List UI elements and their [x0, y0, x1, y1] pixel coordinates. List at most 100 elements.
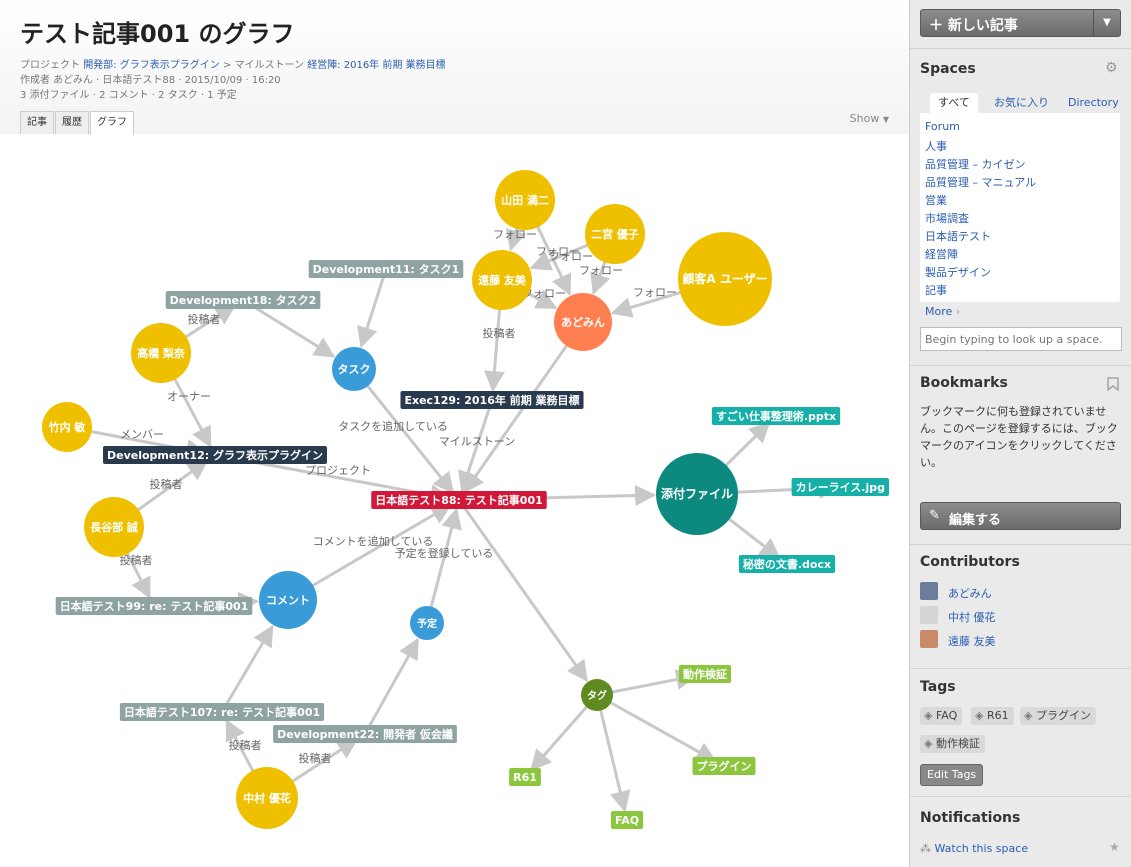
graph-node-kokyaku[interactable]: 顧客A ユーザー: [678, 232, 772, 326]
graph-node-dev22[interactable]: Development22: 開発者 仮会議: [273, 725, 457, 743]
graph-node-hasebe[interactable]: 長谷部 誠: [84, 497, 144, 557]
graph-node-dev18[interactable]: Development18: タスク2: [165, 291, 321, 309]
graph-node-main[interactable]: 日本語テスト88: テスト記事001: [371, 491, 547, 509]
space-link[interactable]: 営業: [925, 194, 947, 207]
page-title: テスト記事001 のグラフ: [20, 20, 295, 48]
author-info: 作成者 あどみん · 日本語テスト88 · 2015/10/09 · 16:20: [20, 75, 281, 86]
edge-label: 投稿者: [188, 312, 221, 326]
space-link[interactable]: 品質管理 – カイゼン: [925, 158, 1026, 171]
node-label: 添付ファイル: [661, 486, 733, 501]
graph-node-task[interactable]: タスク: [332, 347, 376, 391]
graph-node-dev12[interactable]: Development12: グラフ表示プラグイン: [103, 446, 327, 464]
tag-chip[interactable]: ◈ 動作検証: [920, 735, 985, 753]
edge-label: 投稿者: [483, 326, 516, 340]
space-link[interactable]: 市場調査: [925, 212, 969, 225]
bookmark-icon[interactable]: [1107, 377, 1119, 391]
chevron-right-icon: ›: [955, 305, 961, 318]
graph-node-dev11[interactable]: Development11: タスク1: [308, 260, 464, 278]
space-link[interactable]: 日本語テスト: [925, 230, 991, 243]
more-label: More: [925, 305, 953, 318]
graph-edge: [357, 268, 388, 349]
content-counts: 3 添付ファイル · 2 コメント · 2 タスク · 1 予定: [20, 90, 237, 101]
node-label: 高橋 梨奈: [137, 346, 186, 360]
space-link[interactable]: 記事: [925, 284, 947, 297]
edit-tags-button[interactable]: Edit Tags: [920, 764, 984, 786]
graph-node-admin[interactable]: あどみん: [554, 293, 612, 351]
graph-node-tag[interactable]: タグ: [581, 679, 613, 711]
graph-node-takeuchi[interactable]: 竹内 敏: [42, 402, 92, 452]
space-search-input[interactable]: [920, 327, 1122, 351]
graph-node-tag2[interactable]: プラグイン: [692, 757, 756, 775]
project-link[interactable]: 開発部: グラフ表示プラグイン: [83, 60, 220, 71]
graph-node-tag1[interactable]: 動作検証: [679, 665, 731, 683]
graph-node-exec129[interactable]: Exec129: 2016年 前期 業務目標: [400, 391, 584, 409]
milestone-link[interactable]: 経営陣: 2016年 前期 業務目標: [307, 60, 446, 71]
space-link[interactable]: 経営陣: [925, 248, 958, 261]
node-label: FAQ: [615, 814, 639, 827]
breadcrumb-mid: > マイルストーン: [222, 60, 304, 71]
contributor-name: 遠藤 友美: [948, 635, 996, 648]
space-link[interactable]: 製品デザイン: [925, 266, 991, 279]
space-link[interactable]: 品質管理 – マニュアル: [925, 176, 1037, 189]
edit-button[interactable]: ✎ 編集する: [920, 502, 1121, 530]
graph-node-file2[interactable]: カレーライス.jpg: [791, 478, 889, 496]
graph-node-ninomiya[interactable]: 二宮 優子: [585, 204, 645, 264]
graph-node-yamada[interactable]: 山田 満二: [495, 170, 555, 230]
graph-edge: [242, 298, 336, 358]
graph-node-comment[interactable]: コメント: [259, 571, 317, 629]
page-header: テスト記事001 のグラフ プロジェクト 開発部: グラフ表示プラグイン > マ…: [0, 0, 909, 135]
space-link[interactable]: 人事: [925, 140, 947, 153]
node-label: 二宮 優子: [591, 227, 639, 241]
graph-node-tag4[interactable]: FAQ: [610, 811, 644, 829]
node-label: 長谷部 誠: [90, 520, 138, 534]
avatar: [920, 582, 938, 600]
tab-directory[interactable]: Directory: [1068, 96, 1119, 109]
notifications-title: Notifications: [920, 810, 1021, 826]
tags-title: Tags: [920, 679, 956, 695]
graph-node-takahashi[interactable]: 高橋 梨奈: [131, 323, 191, 383]
tab-graph[interactable]: グラフ: [90, 111, 134, 135]
breadcrumb: プロジェクト 開発部: グラフ表示プラグイン > マイルストーン 経営陣: 20…: [20, 56, 446, 71]
graph-node-jp99[interactable]: 日本語テスト99: re: テスト記事001: [55, 597, 253, 615]
graph-node-endo[interactable]: 遠藤 友美: [472, 250, 532, 310]
relationship-graph[interactable]: フォローフォローフォローフォローフォローフォロー投稿者投稿者投稿者オーナーメンバ…: [0, 134, 909, 867]
new-article-label: 新しい記事: [947, 18, 1018, 34]
pencil-icon: ✎: [929, 508, 940, 523]
edge-label: フォロー: [579, 264, 623, 277]
graph-node-tag3[interactable]: R61: [509, 768, 541, 786]
plus-icon: ＋: [929, 18, 943, 34]
chevron-down-icon[interactable]: ▼: [1093, 10, 1120, 36]
graph-edge: [363, 637, 420, 735]
node-label: タグ: [587, 689, 607, 702]
edge-label: フォロー: [522, 287, 566, 300]
show-dropdown[interactable]: Show ▼: [850, 112, 889, 125]
tag-chip[interactable]: ◈ プラグイン: [1020, 707, 1096, 725]
tag-chip[interactable]: ◈ R61: [971, 707, 1014, 725]
tag-chip[interactable]: ◈ FAQ: [920, 707, 963, 725]
watch-icon: ⁂: [920, 842, 931, 855]
space-link[interactable]: Forum: [925, 120, 960, 133]
graph-node-file3[interactable]: 秘密の文書.docx: [738, 555, 836, 573]
more-spaces-link[interactable]: More ›: [925, 305, 960, 318]
tab-history[interactable]: 履歴: [55, 111, 89, 134]
contributor-name: 中村 優花: [948, 611, 996, 624]
tab-favorites[interactable]: お気に入り: [994, 96, 1049, 109]
gear-icon[interactable]: ⚙: [1105, 60, 1118, 76]
graph-node-nakamura[interactable]: 中村 優花: [236, 767, 298, 829]
graph-node-jp107[interactable]: 日本語テスト107: re: テスト記事001: [119, 703, 325, 721]
star-icon[interactable]: ★: [1109, 840, 1120, 854]
tab-all-spaces[interactable]: すべて: [930, 93, 978, 113]
tab-article[interactable]: 記事: [20, 111, 54, 134]
node-label: R61: [513, 771, 537, 784]
edge-label: 投稿者: [299, 751, 332, 765]
graph-node-yotei[interactable]: 予定: [410, 606, 444, 640]
graph-node-attach[interactable]: 添付ファイル: [656, 453, 738, 535]
node-label: すごい仕事整理術.pptx: [716, 409, 836, 423]
edge-label: プロジェクト: [305, 464, 371, 477]
new-article-button[interactable]: ＋ 新しい記事 ▼: [920, 9, 1121, 37]
watch-space-link[interactable]: ⁂ Watch this space: [920, 842, 1028, 855]
graph-node-file1[interactable]: すごい仕事整理術.pptx: [711, 407, 841, 425]
graph-edge: [596, 669, 698, 697]
node-label: 竹内 敏: [48, 420, 87, 434]
space-list: Forum 人事 品質管理 – カイゼン 品質管理 – マニュアル 営業 市場調…: [920, 113, 1120, 302]
